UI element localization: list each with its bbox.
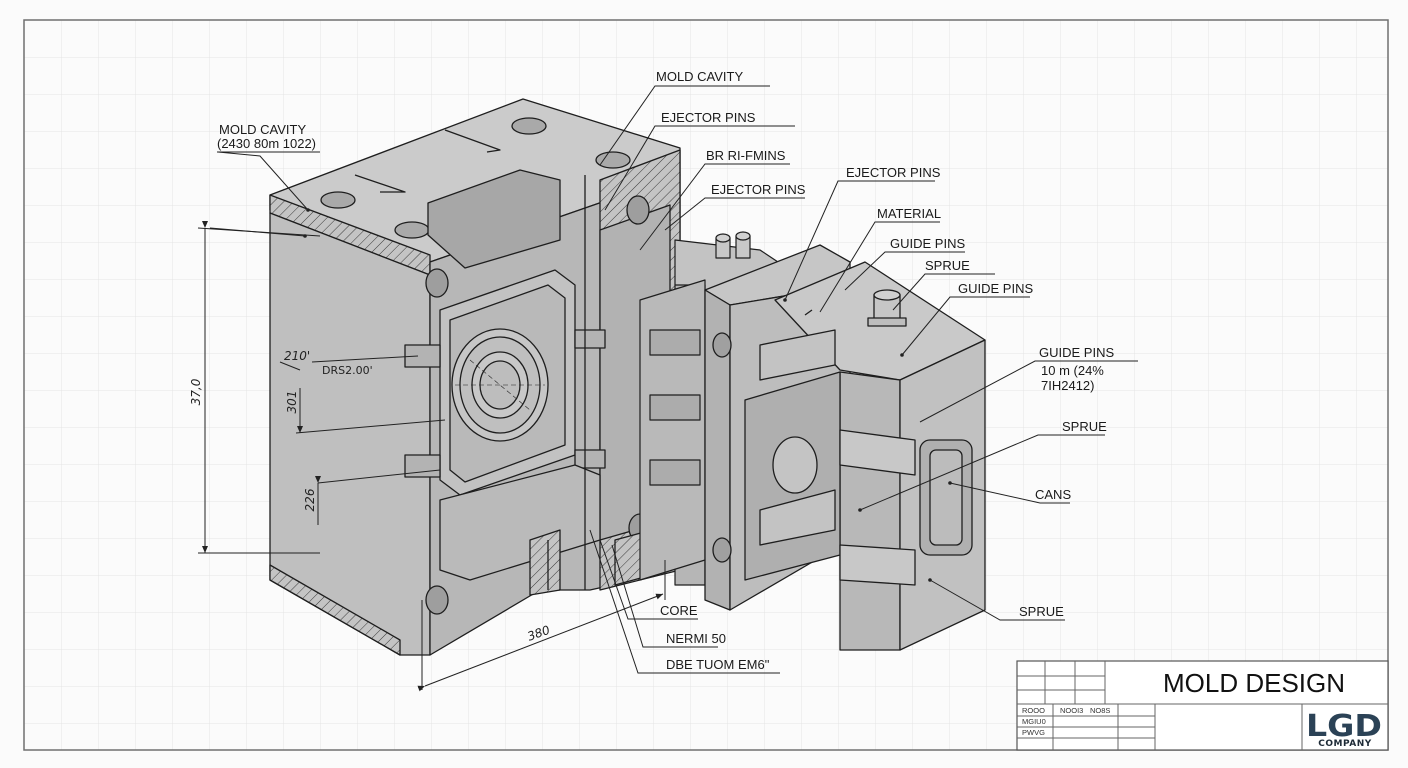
callout-cans: CANS bbox=[1035, 487, 1071, 502]
callout-ejector-pins-1: EJECTOR PINS bbox=[661, 110, 756, 125]
callout-guide-pins-1: GUIDE PINS bbox=[890, 236, 965, 251]
title-block-row-label-1: ROOO bbox=[1022, 706, 1045, 715]
dim-angle-note: DRS2.00' bbox=[322, 364, 373, 377]
cavity-plate bbox=[269, 98, 681, 656]
title-block-header-1: NOOI3 bbox=[1060, 706, 1083, 715]
core-plate bbox=[704, 244, 986, 651]
dim-inner-1: 301 bbox=[285, 391, 299, 414]
title-block-row-label-2: MGIU0 bbox=[1022, 717, 1046, 726]
callout-guide-pins-3-spec-2: 7IH2412) bbox=[1041, 378, 1094, 393]
company-logo: LGD COMPANY bbox=[1306, 709, 1382, 749]
callout-material: MATERIAL bbox=[877, 206, 941, 221]
dim-inner-2: 226 bbox=[303, 488, 317, 511]
callout-sprue-2: SPRUE bbox=[1062, 419, 1107, 434]
title-block: MOLD DESIGN ROOO MGIU0 PWVG NOOI3 NO8S L… bbox=[1016, 660, 1389, 751]
callout-guide-pins-2: GUIDE PINS bbox=[958, 281, 1033, 296]
callout-nermi: NERMI 50 bbox=[666, 631, 726, 646]
company-logo-mark: LGD bbox=[1306, 709, 1382, 744]
dim-angle: 210' bbox=[284, 349, 310, 363]
callout-leaders bbox=[209, 85, 1138, 674]
callout-guide-pins-3: GUIDE PINS bbox=[1039, 345, 1114, 360]
callout-guide-pins-3-spec-1: 10 m (24% bbox=[1041, 363, 1104, 378]
callout-core: CORE bbox=[660, 603, 698, 618]
dim-height-overall: 37,0 bbox=[189, 378, 203, 405]
company-name: COMPANY bbox=[1318, 739, 1372, 749]
callout-mold-cavity-left: MOLD CAVITY bbox=[219, 122, 306, 137]
drawing-title: MOLD DESIGN bbox=[1163, 668, 1345, 698]
callout-ejector-pins-3: EJECTOR PINS bbox=[846, 165, 941, 180]
drawing-frame bbox=[23, 19, 1389, 751]
callout-mold-cavity-left-spec: (2430 80m 1022) bbox=[217, 136, 316, 151]
title-block-header-2: NO8S bbox=[1090, 706, 1110, 715]
callout-dbe: DBE TUOM EM6" bbox=[666, 657, 770, 672]
callout-mold-cavity-top: MOLD CAVITY bbox=[656, 69, 743, 84]
callout-br-ri-fmins: BR RI-FMINS bbox=[706, 148, 786, 163]
callout-ejector-pins-2: EJECTOR PINS bbox=[711, 182, 806, 197]
callout-sprue-3: SPRUE bbox=[1019, 604, 1064, 619]
title-block-row-label-3: PWVG bbox=[1022, 728, 1045, 737]
callout-sprue-1: SPRUE bbox=[925, 258, 970, 273]
